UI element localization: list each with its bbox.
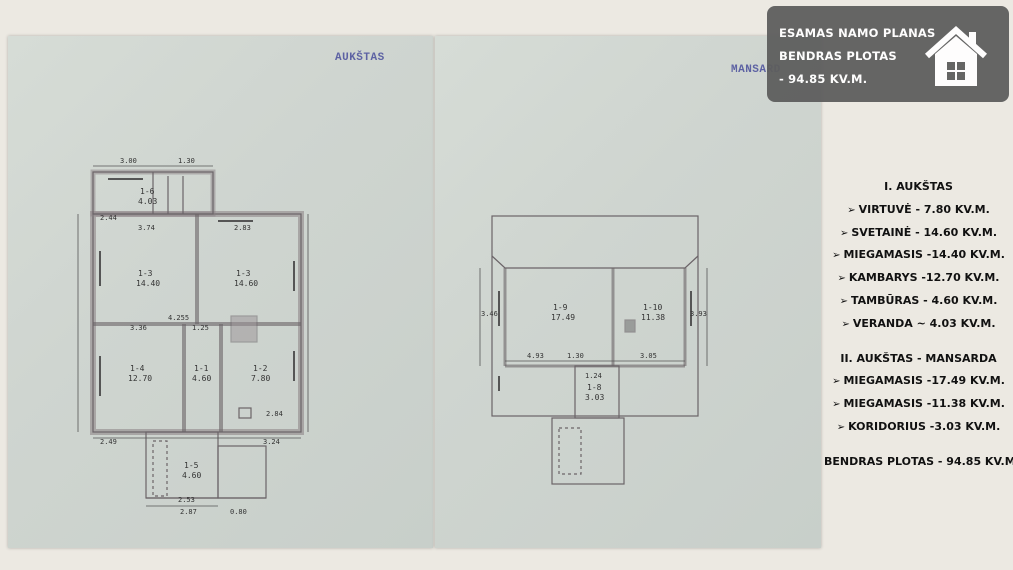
arrow-icon: ➢ [839,295,848,307]
floor1-stamp: AUKŠTAS [335,52,385,64]
room-area: 12.70 [128,374,152,383]
dim-label: 2.49 [100,438,117,446]
dim-label: 3.93 [690,310,707,318]
house-icon [924,25,988,86]
room-label: 1-5 [184,461,199,470]
room-area: 4.60 [182,471,201,480]
dim-label: 1.30 [567,352,584,360]
room-area: 17.49 [551,313,575,322]
floor1-heading: I. AUKŠTAS [884,180,953,193]
ground-floor-plan-drawing: 3.00 1.30 3.74 2.83 3.36 1.25 2.84 2.49 … [77,157,309,516]
info-title: ESAMAS NAMO PLANAS [779,26,936,40]
room-summary: I. AUKŠTAS ➢VIRTUVĖ - 7.80 KV.M. ➢SVETAI… [824,176,1013,474]
dim-label: 3.00 [120,157,137,165]
total-area: BENDRAS PLOTAS - 94.85 KV.M. [824,454,1013,468]
list-item: ➢KORIDORIUS -3.03 KV.M. [836,419,1001,433]
room-label: 1-3 [138,269,153,278]
arrow-icon: ➢ [841,318,850,330]
attic-floor-plan-drawing: 4.93 1.30 3.05 1.24 3.93 3.46 1-9 17.49 … [479,215,708,485]
room-label: 1-4 [130,364,145,373]
dim-label: 4.93 [527,352,544,360]
room-area: 11.38 [641,313,665,322]
dim-label: 2.53 [178,496,195,504]
dim-label: 2.87 [180,508,197,516]
room-label: 1-2 [253,364,268,373]
room-label: 1-1 [194,364,209,373]
list-item: ➢MIEGAMASIS -17.49 KV.M. [832,374,1005,388]
room-area: 4.03 [138,197,157,206]
dim-label: 4.255 [168,314,189,322]
room-label: 1-10 [643,303,662,312]
dim-label: 3.24 [263,438,280,446]
list-item: ➢MIEGAMASIS -14.40 KV.M. [832,248,1005,262]
room-area: 3.03 [585,393,604,402]
dim-label: 1.25 [192,324,209,332]
arrow-icon: ➢ [847,204,856,216]
dim-label: 2.84 [266,410,283,418]
dim-label: 3.46 [481,310,498,318]
arrow-icon: ➢ [839,227,849,239]
room-label: 1-6 [140,187,155,196]
arrow-icon: ➢ [837,273,846,285]
info-subtitle: BENDRAS PLOTAS [779,49,897,63]
dim-label: 1.24 [585,372,602,380]
ground-floor-plan-sheet: AUKŠTAS [8,36,433,548]
room-label: 1-8 [587,383,602,392]
dim-label: 3.74 [138,224,155,232]
list-item: ➢VIRTUVĖ - 7.80 KV.M. [847,202,990,216]
info-total: - 94.85 KV.M. [779,72,868,86]
arrow-icon: ➢ [832,399,841,411]
list-item: ➢VERANDA ~ 4.03 KV.M. [841,316,996,330]
list-item: ➢MIEGAMASIS -11.38 KV.M. [832,397,1005,411]
dim-label: 3.36 [130,324,147,332]
arrow-icon: ➢ [832,376,841,388]
arrow-icon: ➢ [832,250,841,262]
dim-label: 2.44 [100,214,117,222]
arrow-icon: ➢ [836,421,846,433]
attic-floor-plan-sheet: MANSARD [435,36,821,548]
dim-label: 1.30 [178,157,195,165]
dim-label: 0.80 [230,508,247,516]
list-item: ➢SVETAINĖ - 14.60 KV.M. [839,225,998,239]
info-box: ESAMAS NAMO PLANAS BENDRAS PLOTAS - 94.8… [767,6,1009,102]
list-item: ➢TAMBŪRAS - 4.60 KV.M. [839,293,998,307]
room-area: 4.60 [192,374,211,383]
dim-label: 2.83 [234,224,251,232]
floor2-heading: II. AUKŠTAS - MANSARDA [840,351,997,365]
list-item: ➢KAMBARYS -12.70 KV.M. [837,271,1000,285]
room-area: 14.40 [136,279,160,288]
room-label: 1-9 [553,303,568,312]
room-area: 14.60 [234,279,258,288]
room-label: 1-3 [236,269,251,278]
room-area: 7.80 [251,374,270,383]
dim-label: 3.05 [640,352,657,360]
